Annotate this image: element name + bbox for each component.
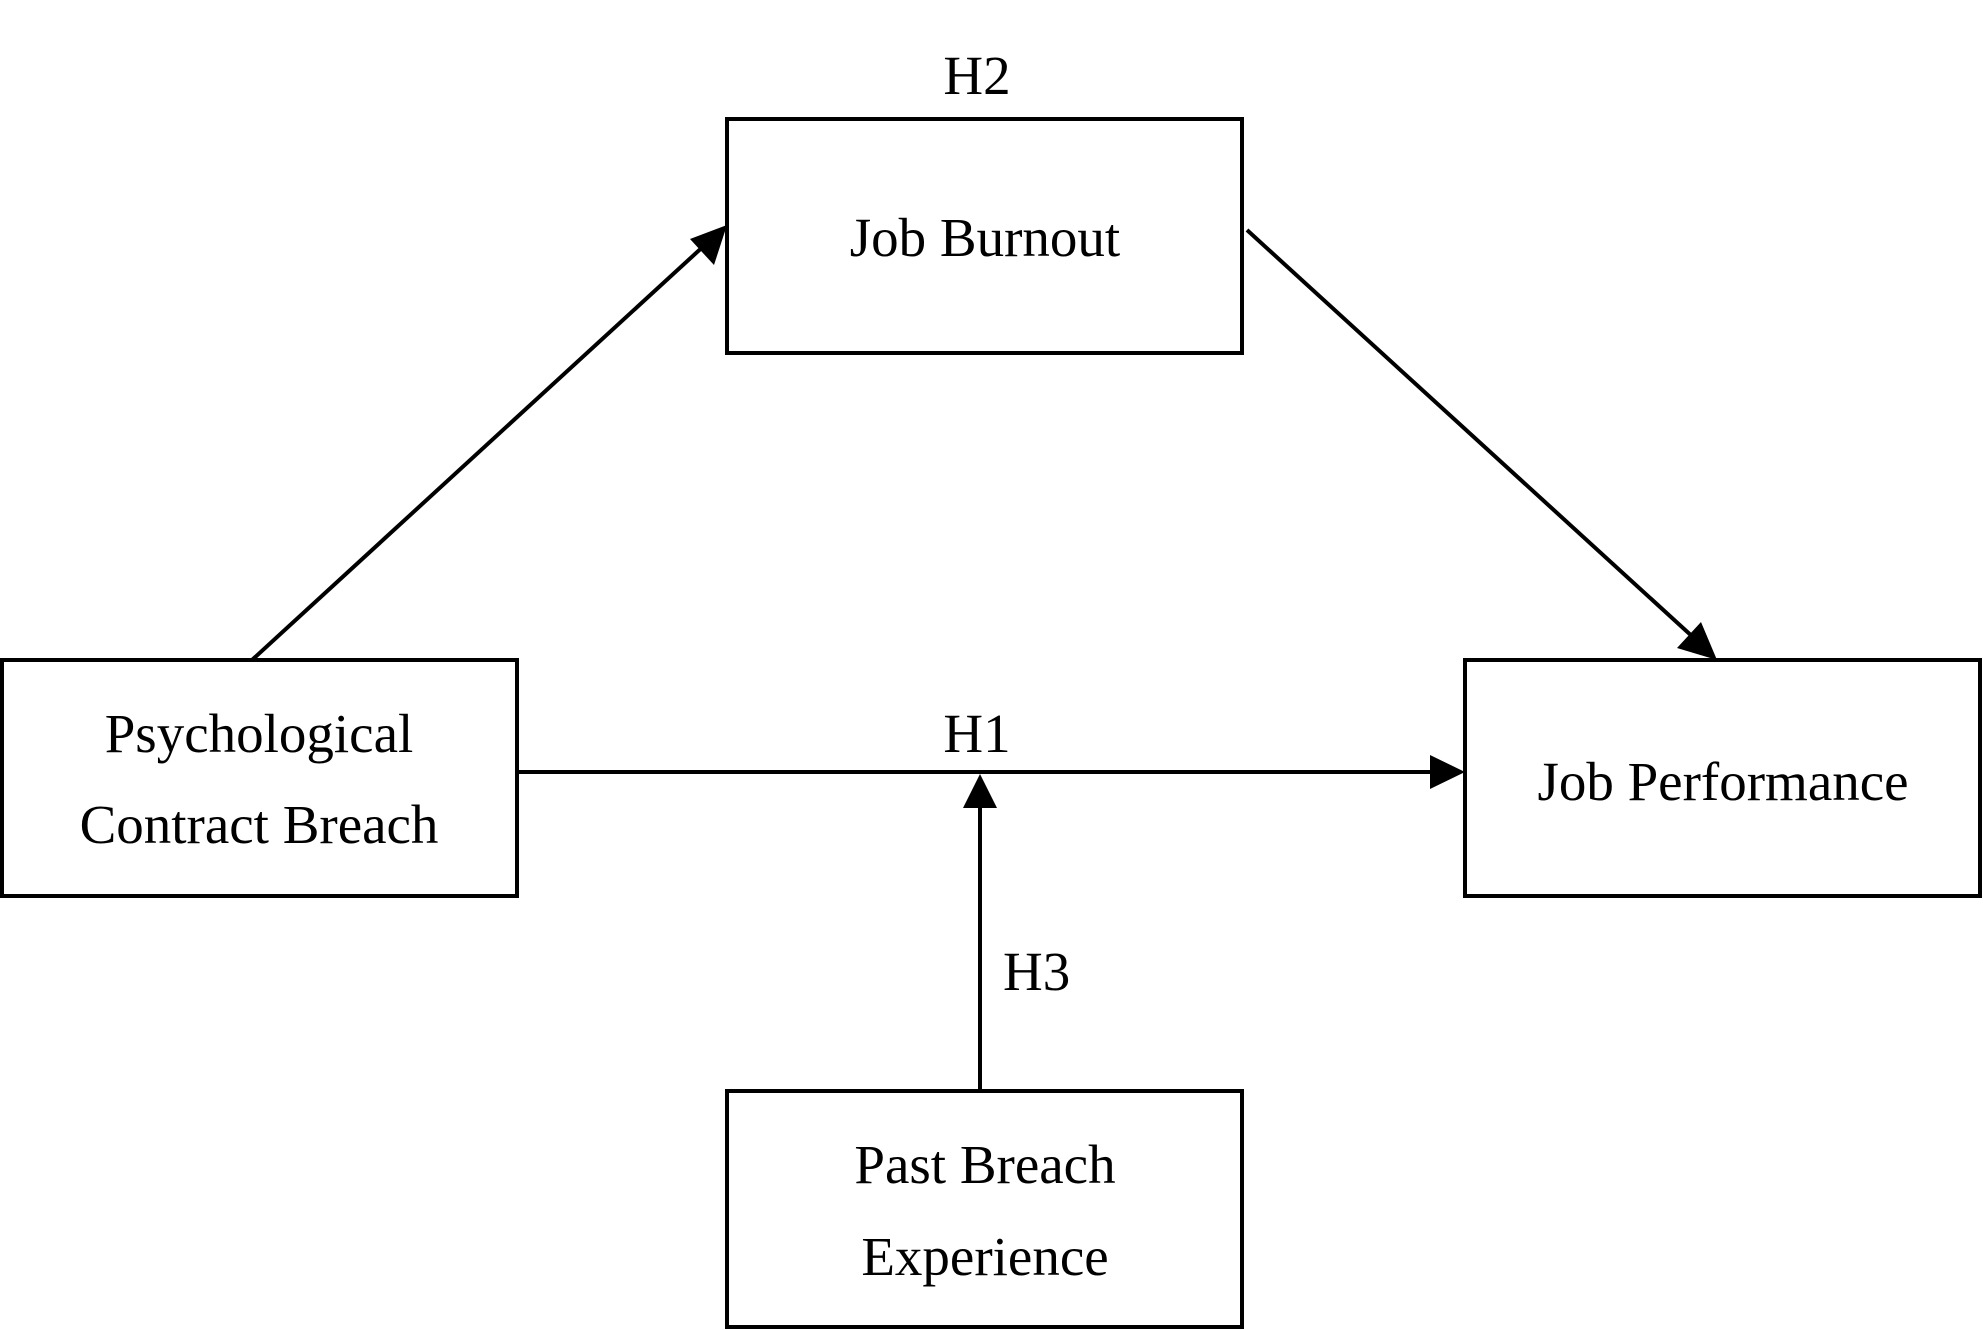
node-job-performance-label: Job Performance <box>1537 751 1908 812</box>
node-breach-label-line-1: Psychological <box>105 703 414 764</box>
node-psychological-contract-breach: Psychological Contract Breach <box>0 658 519 898</box>
arrowhead-breach-to-burnout <box>690 225 727 265</box>
arrowhead-burnout-to-performance <box>1677 622 1717 660</box>
node-past-label-line-1: Past Breach <box>854 1134 1115 1195</box>
node-past-breach-experience-box <box>725 1089 1244 1329</box>
arrowhead-breach-to-performance <box>1430 755 1465 789</box>
node-job-performance-box <box>1463 658 1982 898</box>
hypothesis-label-h1: H1 <box>943 703 1010 764</box>
node-job-burnout: Job Burnout <box>725 117 1244 355</box>
hypothesis-label-h2: H2 <box>943 45 1010 106</box>
node-past-breach-experience: Past Breach Experience <box>725 1089 1244 1329</box>
node-job-burnout-label: Job Burnout <box>850 207 1120 268</box>
node-job-burnout-box <box>725 117 1244 355</box>
node-breach-label-line-2: Contract Breach <box>80 794 439 855</box>
arrowhead-past-to-h1-path <box>963 774 997 808</box>
edge-breach-to-burnout <box>250 241 709 662</box>
node-psychological-contract-breach-box <box>0 658 519 898</box>
hypothesis-label-h3: H3 <box>1003 941 1070 1002</box>
node-past-label-line-2: Experience <box>861 1226 1108 1287</box>
edge-burnout-to-performance <box>1245 228 1696 640</box>
node-job-performance: Job Performance <box>1463 658 1982 898</box>
